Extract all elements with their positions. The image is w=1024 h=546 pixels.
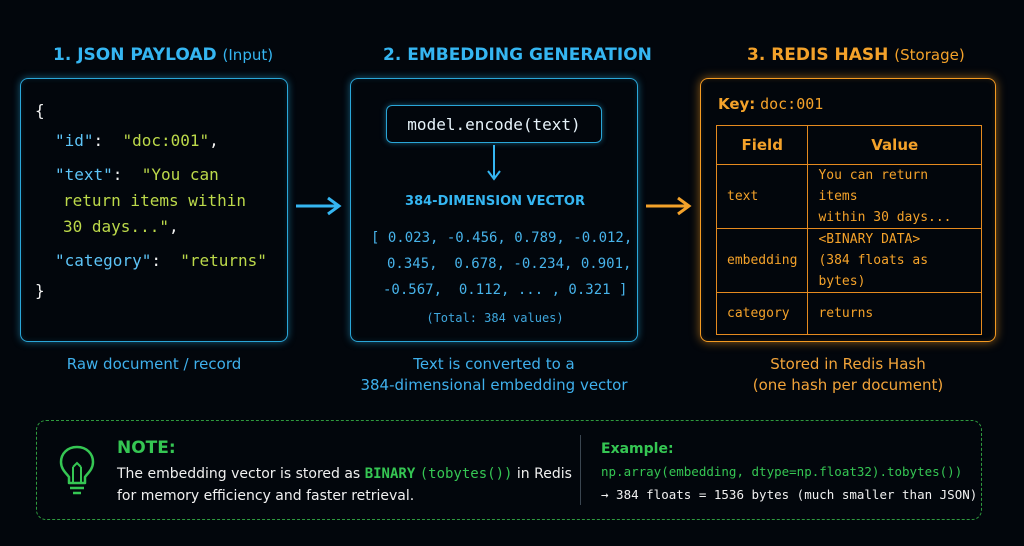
example-code: np.array(embedding, dtype=np.float32).to… [601, 464, 963, 479]
json-id-colon: : [93, 131, 123, 150]
note-box: NOTE: The embedding vector is stored as … [36, 420, 982, 520]
table-row: category returns [715, 292, 982, 335]
row-embedding-field: embedding [715, 228, 809, 293]
json-close-brace: } [35, 281, 45, 300]
row-text-value-2: within 30 days... [818, 210, 952, 225]
json-text-colon: : [112, 165, 142, 184]
redis-key-label: Key: [718, 95, 756, 113]
json-category-line: "category": "returns" [35, 249, 267, 273]
note-heading: NOTE: [117, 438, 176, 458]
step3-title: 3. REDIS HASH (Storage) [747, 45, 965, 65]
header-field: Field [715, 125, 809, 165]
step2-caption-line-1: Text is converted to a [413, 355, 575, 373]
json-text-comma: , [168, 217, 179, 236]
json-text-value-3-line: 30 days...", [35, 215, 267, 239]
json-text-value-2: return items within [63, 191, 247, 210]
note-line-1-text: The embedding vector is stored as [117, 466, 365, 482]
step1-title-paren: (Input) [222, 46, 274, 64]
embedding-panel: model.encode(text) 384-DIMENSION VECTOR … [350, 78, 638, 342]
json-text-value-1: "You can [141, 165, 219, 184]
json-category-key: "category" [55, 251, 152, 270]
header-value: Value [807, 125, 982, 165]
table-row: embedding <BINARY DATA> (384 floats as by… [715, 228, 982, 293]
vector-line-2: 0.345, 0.678, -0.234, 0.901, [387, 256, 632, 272]
step3-caption-line-2: (one hash per document) [752, 376, 944, 394]
row-text-field: text [715, 164, 809, 229]
json-id-key: "id" [55, 131, 94, 150]
row-text-value-1: You can return items [818, 168, 929, 204]
row-embedding-value-1: <BINARY DATA> [818, 232, 921, 247]
note-line-1-end: in Redis [512, 466, 572, 482]
json-text-key: "text" [55, 165, 113, 184]
step2-caption: Text is converted to a 384-dimensional e… [340, 354, 648, 396]
json-category-value: "returns" [180, 251, 267, 270]
example-result: → 384 floats = 1536 bytes (much smaller … [601, 487, 978, 502]
step3-caption: Stored in Redis Hash (one hash per docum… [690, 354, 1006, 396]
step3-caption-line-1: Stored in Redis Hash [770, 355, 926, 373]
step1-title: 1. JSON PAYLOAD (Input) [53, 45, 273, 65]
row-category-field: category [715, 292, 809, 335]
note-line-1: The embedding vector is stored as BINARY… [117, 466, 572, 482]
arrow-down-icon [487, 145, 501, 181]
json-id-line: "id": "doc:001", [35, 129, 267, 153]
json-id-comma: , [209, 131, 219, 150]
json-category-colon: : [151, 251, 181, 270]
json-open-brace: { [35, 101, 45, 120]
vector-line-1: [ 0.023, -0.456, 0.789, -0.012, [371, 230, 633, 246]
table-row: text You can return items within 30 days.… [715, 164, 982, 229]
row-embedding-value-2: (384 floats as bytes) [818, 253, 929, 289]
note-line-2: for memory efficiency and faster retriev… [117, 488, 415, 504]
lightbulb-icon [59, 445, 95, 495]
row-embedding-value: <BINARY DATA> (384 floats as bytes) [807, 228, 982, 293]
vector-total: (Total: 384 values) [426, 311, 564, 325]
json-text-value-3: 30 days..." [63, 217, 169, 236]
redis-key: Key: doc:001 [718, 95, 823, 113]
note-binary: BINARY [364, 466, 416, 482]
model-encode-box: model.encode(text) [386, 105, 602, 143]
arrow-right-icon [296, 196, 342, 216]
json-id-value: "doc:001" [122, 131, 210, 150]
table-header-row: Field Value [715, 125, 982, 165]
note-divider [580, 435, 581, 505]
step3-title-text: 3. REDIS HASH [747, 45, 889, 65]
step3-title-paren: (Storage) [894, 46, 965, 64]
step2-caption-line-2: 384-dimensional embedding vector [360, 376, 628, 394]
redis-hash-table: Field Value text You can return items wit… [715, 125, 982, 335]
vector-line-3: -0.567, 0.112, ... , 0.321 ] [383, 282, 628, 298]
arrow-right-icon [646, 196, 692, 216]
row-category-value: returns [807, 292, 982, 335]
redis-hash-panel: Key: doc:001 Field Value text You can re… [700, 78, 996, 342]
json-payload-panel: { "id": "doc:001", "text": "You can retu… [20, 78, 288, 342]
row-text-value: You can return items within 30 days... [807, 164, 982, 229]
note-tobytes: (tobytes()) [419, 466, 513, 482]
step1-caption: Raw document / record [66, 355, 242, 373]
redis-key-value: doc:001 [760, 95, 824, 113]
json-text-line: "text": "You can [35, 163, 267, 187]
example-label: Example: [601, 441, 674, 457]
step1-title-text: 1. JSON PAYLOAD [53, 45, 217, 65]
step2-title: 2. EMBEDDING GENERATION [383, 45, 652, 65]
vector-label: 384-DIMENSION VECTOR [405, 194, 585, 209]
